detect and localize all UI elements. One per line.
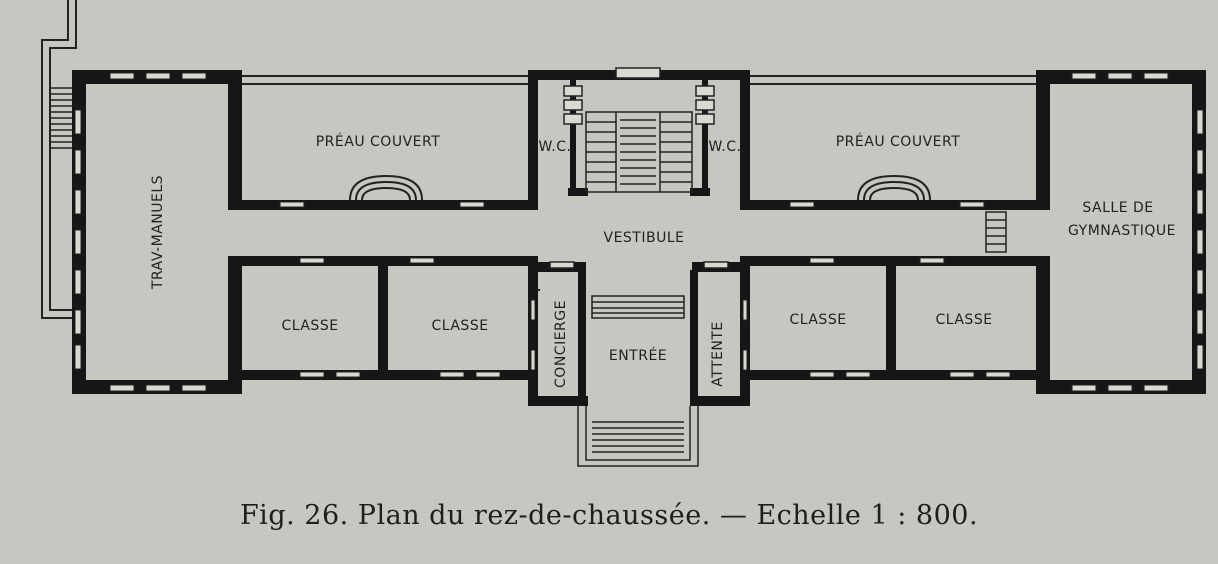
entry-stair [549,261,729,319]
central-staircase [585,67,693,193]
label-wc-left: W.C. [539,139,572,155]
label-concierge: CONCIERGE [553,300,569,388]
label-wc-right: W.C. [709,139,742,155]
left-ramp [41,0,77,319]
label-preau-left: PRÉAU COUVERT [316,133,441,150]
gym-stair [985,211,1007,253]
label-entree: ENTRÉE [609,347,667,364]
label-preau-right: PRÉAU COUVERT [836,133,961,150]
label-gym-line1: SALLE DE [1082,200,1153,216]
front-steps [577,406,699,467]
label-classe-2: CLASSE [431,318,488,334]
label-gym-line2: GYMNASTIQUE [1068,223,1176,239]
figure-caption: Fig. 26. Plan du rez-de-chaussée. — Eche… [239,500,979,531]
label-tray-manuels: TRAV-MANUELS [150,175,166,290]
label-classe-4: CLASSE [935,312,992,328]
windows [74,72,1204,392]
label-attente: ATTENTE [710,321,726,387]
gallery-lines [242,75,1036,291]
label-classe-3: CLASSE [789,312,846,328]
wc-fixtures [563,85,715,125]
left-ramp-steps [50,87,72,149]
label-classe-1: CLASSE [281,318,338,334]
preau-benches [349,174,931,201]
label-vestibule: VESTIBULE [604,230,685,246]
